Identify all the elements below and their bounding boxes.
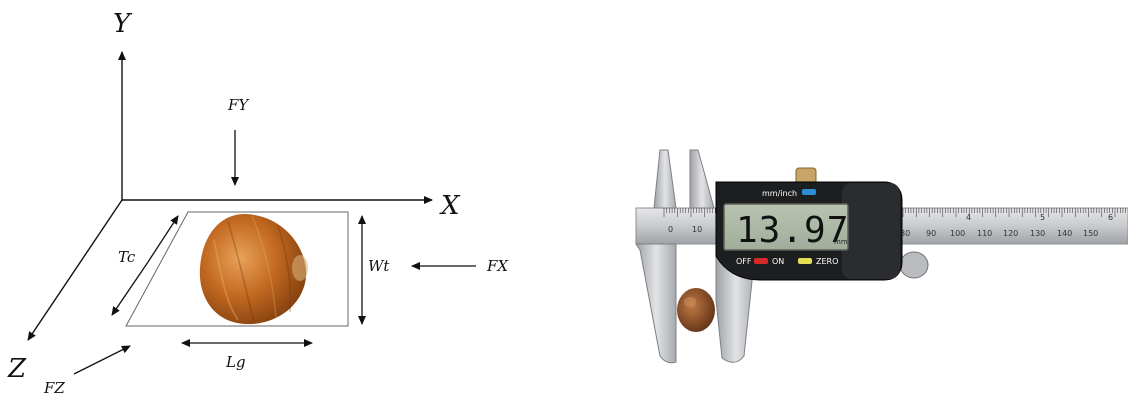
scale-tick-label: 0	[668, 225, 673, 234]
hazelnut-highlight	[684, 297, 696, 307]
y-axis-label: Y	[113, 9, 133, 39]
force-fz-arrow	[73, 345, 131, 375]
caliper-thumb-wheel	[899, 251, 929, 279]
off-label: OFF	[736, 257, 752, 266]
tc-label: Tc	[118, 248, 136, 266]
on-label: ON	[772, 257, 784, 266]
hazelnut-image	[199, 213, 308, 325]
scale-tick-label: 150	[1083, 229, 1098, 238]
bounding-frame	[125, 211, 349, 327]
axes-diagram: Y X Z FY FX FZ Tc Wt Lg	[7, 9, 509, 397]
scale-tick-label: 140	[1057, 229, 1072, 238]
scale-tick-label: 130	[1030, 229, 1045, 238]
caliper-fixed-upper-jaw	[653, 149, 677, 209]
zero-label: ZERO	[816, 257, 838, 266]
inch-tick-label: 4	[966, 213, 971, 222]
lcd-reading: 13.97	[736, 210, 849, 251]
lcd-unit: mm	[834, 238, 848, 246]
tc-dimension-arrow	[147, 215, 179, 263]
tc-dimension-arrow-back	[111, 261, 149, 316]
unit-button	[802, 189, 816, 195]
caliper-movable-upper-jaw	[689, 149, 715, 209]
scale-tick-label: 10	[692, 225, 702, 234]
force-fy-label: FY	[227, 96, 250, 114]
scale-tick-label: 120	[1003, 229, 1018, 238]
x-axis-label: X	[439, 191, 461, 221]
off-on-button	[754, 258, 768, 264]
caliper-scale	[663, 208, 1126, 217]
scale-tick-label: 110	[977, 229, 992, 238]
scale-tick-label: 80	[900, 229, 910, 238]
hazelnut-sample	[677, 288, 715, 332]
z-axis-label: Z	[7, 354, 27, 384]
caliper-photo: 0 10 80 90 100 110 120 130 140 150 4 5 6…	[635, 149, 1128, 364]
inch-tick-label: 6	[1108, 213, 1113, 222]
wt-label: Wt	[368, 257, 390, 275]
scale-tick-label: 100	[950, 229, 965, 238]
force-fz-label: FZ	[43, 379, 65, 397]
inch-tick-label: 5	[1040, 213, 1045, 222]
z-axis	[27, 199, 123, 341]
lg-label: Lg	[225, 353, 246, 371]
unit-button-label: mm/inch	[762, 189, 797, 198]
caliper-fixed-jaw	[635, 243, 677, 364]
scale-tick-label: 90	[926, 229, 936, 238]
zero-button	[798, 258, 812, 264]
caliper-lcd	[723, 203, 849, 251]
force-fx-label: FX	[486, 257, 509, 275]
caliper-display-side	[842, 183, 900, 279]
